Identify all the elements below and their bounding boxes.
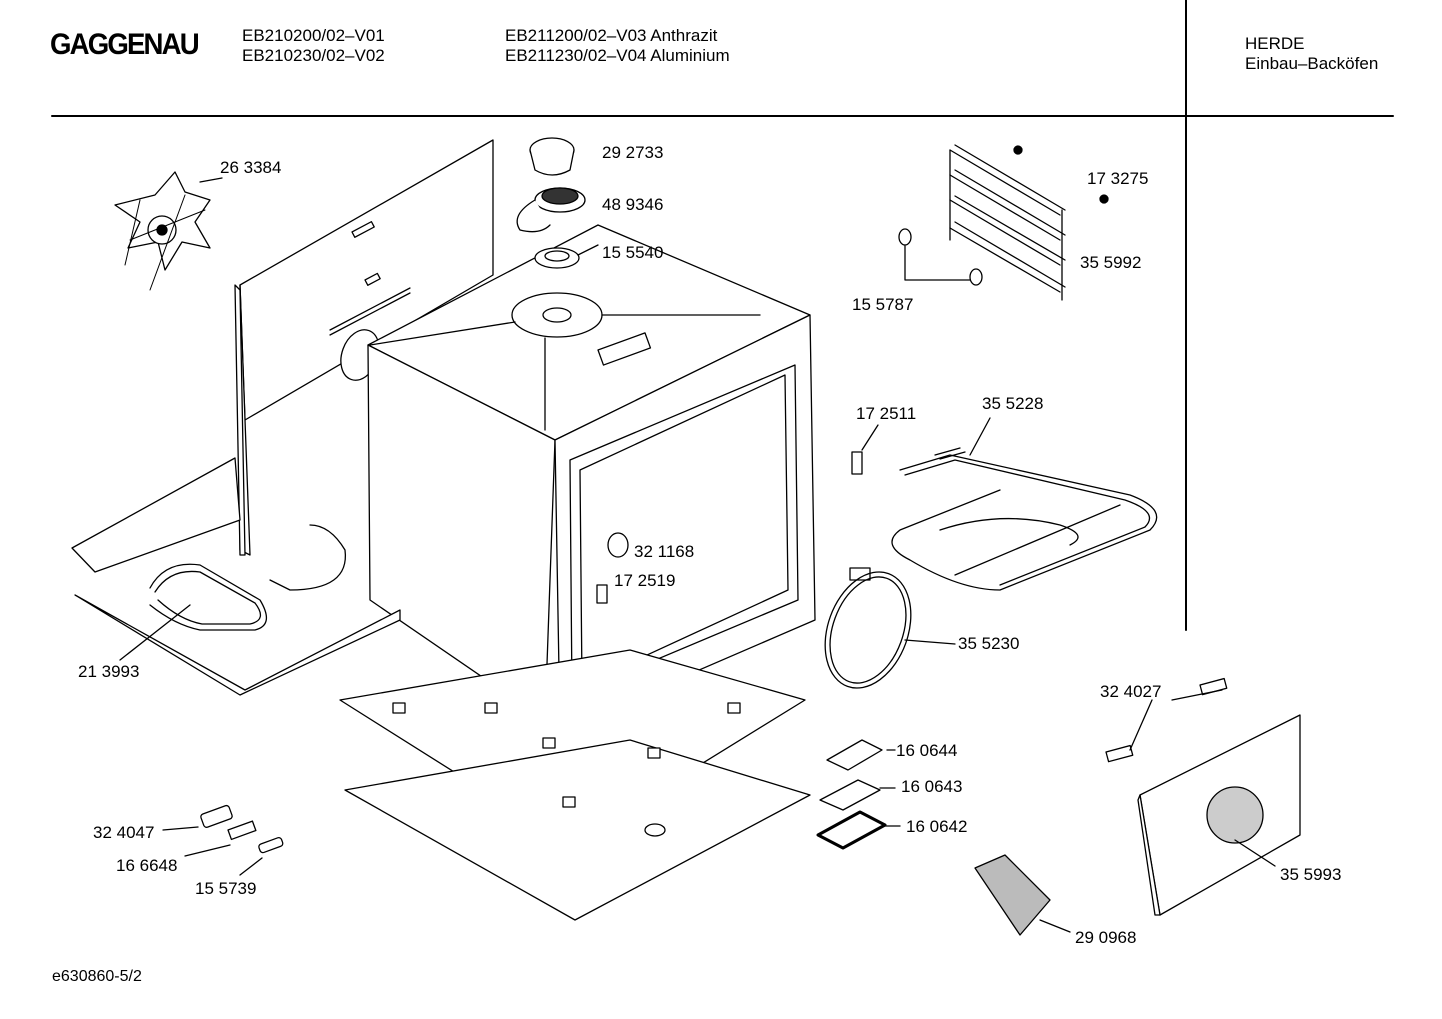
leader-line: [162, 826, 199, 831]
category-block: HERDE Einbau–Backöfen: [1245, 34, 1378, 74]
part-label: 35 5992: [1080, 253, 1142, 272]
seal-part: [816, 739, 887, 850]
drawing-number: e630860-5/2: [52, 968, 142, 985]
grease-filter-part: [974, 854, 1051, 936]
fan-impeller-part: [114, 171, 211, 291]
leader-line: [969, 417, 991, 456]
model-number: EB211200/02–V03 Anthrazit: [505, 26, 718, 45]
part-label: 35 5230: [958, 634, 1020, 653]
leader-line: [239, 857, 263, 876]
fan-cover-panel: [1105, 677, 1301, 916]
lamp-socket-part: [516, 187, 586, 233]
model-number: EB210230/02–V02: [242, 46, 385, 65]
oven-cavity-part: [367, 224, 816, 731]
leader-line: [119, 604, 191, 661]
rear-wall-panel: [234, 139, 494, 556]
model-number: EB211230/02–V04 Aluminium: [505, 46, 730, 65]
part-label: 17 2511: [856, 404, 917, 423]
category-subtitle: Einbau–Backöfen: [1245, 54, 1379, 73]
grill-heating-element: [891, 447, 1158, 591]
part-label: 16 0643: [901, 777, 963, 796]
leader-line: [184, 844, 231, 857]
part-label: 32 4027: [1100, 682, 1162, 701]
ring-heating-element: [824, 567, 912, 689]
leader-line: [199, 177, 223, 183]
bottom-plate-part: [339, 649, 811, 921]
leader-line: [1129, 699, 1153, 751]
leader-line: [861, 424, 879, 451]
lamp-internal-part: [596, 532, 629, 604]
part-label: 21 3993: [78, 662, 140, 681]
bottom-heating-element: [71, 457, 401, 696]
model-number: EB210200/02–V01: [242, 26, 385, 45]
brand-logo: GAGGENAU: [50, 28, 200, 61]
part-label: 15 5739: [195, 879, 257, 898]
leader-line: [1234, 839, 1276, 867]
part-label: 35 5993: [1280, 865, 1342, 884]
switch-part: [200, 804, 284, 854]
part-label: 17 3275: [1087, 169, 1149, 188]
part-label: 15 5787: [852, 295, 914, 314]
lamp-cover-part: [529, 137, 575, 176]
part-label: 15 5540: [602, 243, 664, 262]
part-label: 32 1168: [634, 542, 695, 561]
part-label: 48 9346: [602, 195, 664, 214]
part-label: 29 0968: [1075, 928, 1137, 947]
part-label: 32 4047: [93, 823, 155, 842]
leader-line: [1171, 689, 1223, 701]
part-label: 16 0644: [896, 741, 958, 760]
leader-line: [577, 244, 599, 256]
model-list-1: EB210200/02–V01 EB210230/02–V02: [242, 26, 385, 66]
category-title: HERDE: [1245, 34, 1305, 53]
thermal-fuse-part: [851, 451, 863, 475]
part-label: 26 3384: [220, 158, 282, 177]
lamp-gasket-part: [534, 247, 580, 269]
model-list-2: EB211200/02–V03 Anthrazit EB211230/02–V0…: [505, 26, 730, 66]
rail-clip-part: [898, 228, 983, 286]
part-label: 29 2733: [602, 143, 664, 162]
part-label: 16 6648: [116, 856, 178, 875]
part-label: 16 0642: [906, 817, 968, 836]
part-label: 35 5228: [982, 394, 1044, 413]
shelf-rails-part: [949, 144, 1109, 301]
part-label: 17 2519: [614, 571, 676, 590]
leader-line: [1039, 919, 1071, 933]
leader-line: [904, 639, 956, 645]
